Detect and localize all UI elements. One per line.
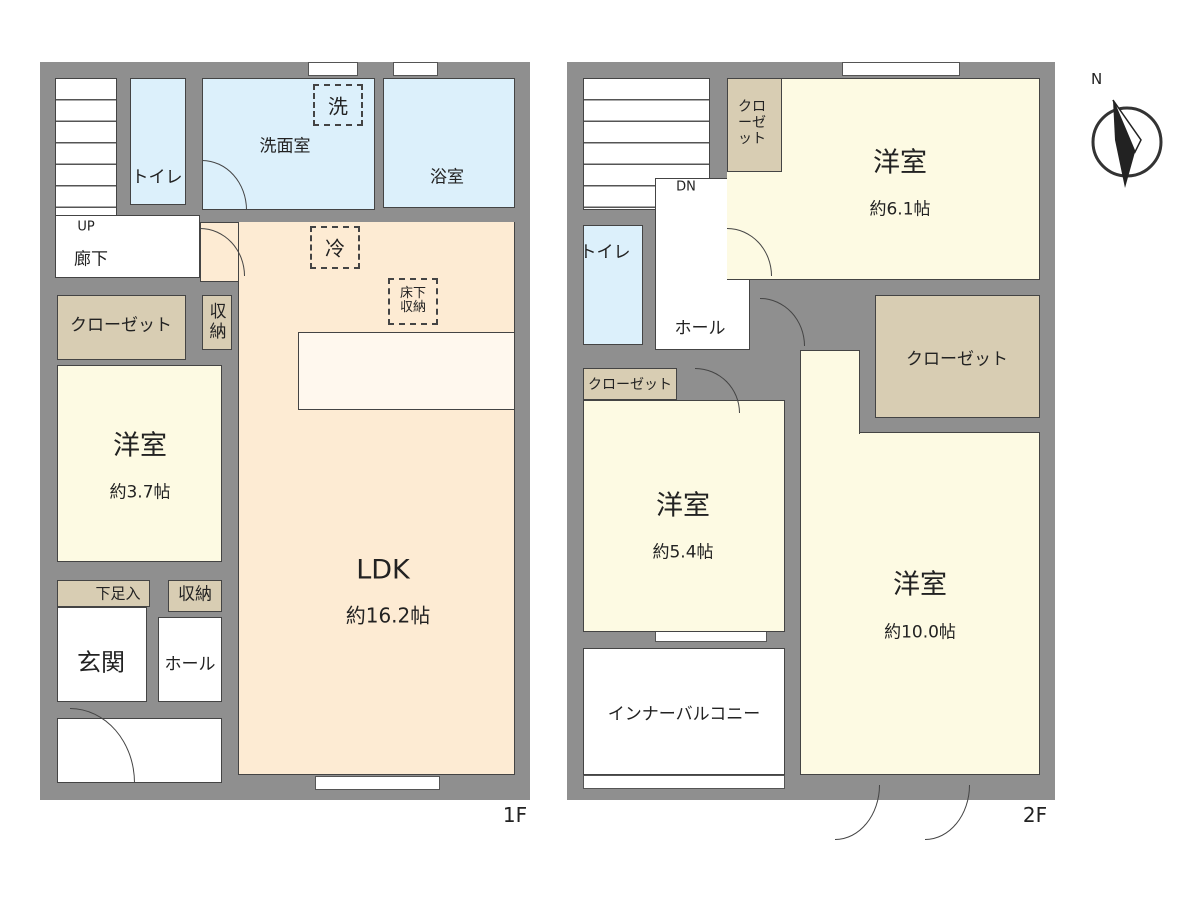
shoe-storage-label: 下足入 [95,584,141,603]
window [583,775,785,789]
stairs-down-label: DN [676,179,696,195]
storage-hall-label: 収納 [178,584,212,605]
bathroom-label: 浴室 [430,167,464,188]
closet-vertical [727,78,782,172]
western-room-2f-b [583,400,785,632]
western-room-1f-size: 約3.7帖 [109,482,171,503]
ldk-size: 約16.2帖 [345,603,431,628]
inner-balcony-label: インナーバルコニー [607,704,761,725]
closet-vertical-label: クローゼット [738,99,766,147]
hall-1f-label: ホール [164,654,216,675]
compass: N [1085,70,1170,190]
toilet-2f [583,225,643,345]
closet-1f-label: クローゼット [70,315,172,336]
western-room-2f-a-label: 洋室 [873,147,927,179]
window [393,62,438,76]
corridor [55,215,200,278]
floor1-label: 1F [502,803,528,827]
balcony-door[interactable] [835,785,880,840]
closet-small [583,368,677,400]
ldk [238,222,515,775]
shoe-storage [57,580,150,607]
hall-1f [158,617,222,702]
toilet-2f-label: トイレ [579,242,631,263]
western-room-1f-label: 洋室 [113,430,167,462]
stairs-1f [55,78,117,218]
floor2-label: 2F [1022,803,1048,827]
storage-1f-label: 収納 [209,302,227,342]
western-room-2f-c-upper [800,350,860,434]
storage-hall [168,580,222,612]
compass-north-label: N [1091,70,1103,88]
toilet-1f-label: トイレ [131,167,183,188]
stairs-up-label: UP [77,219,95,235]
balcony-door[interactable] [925,785,970,840]
western-room-1f [57,365,222,562]
western-room-2f-a-size: 約6.1帖 [869,199,931,220]
western-room-2f-c-label: 洋室 [893,569,947,601]
hall-2f-label: ホール [674,318,726,339]
underfloor-storage [388,278,438,325]
western-room-2f-b-label: 洋室 [656,490,710,522]
western-room-2f-c [800,432,1040,775]
closet-small-label: クローゼット [588,377,672,393]
fridge-label: 冷 [325,236,345,261]
western-room-2f-b-size: 約5.4帖 [652,542,714,563]
inner-balcony [583,648,785,775]
bathroom [383,78,515,208]
closet-large-label: クローゼット [906,349,1008,370]
washer-label: 洗 [328,94,348,119]
entrance-label: 玄関 [77,648,125,677]
window [308,62,358,76]
underfloor-label: 床下収納 [399,286,426,315]
fridge-space [310,226,360,269]
washer-space [313,84,363,126]
closet-1f [57,295,186,360]
washroom-label: 洗面室 [259,136,311,157]
closet-large [875,295,1040,418]
kitchen-counter [298,332,515,410]
storage-1f [202,295,232,350]
compass-arrow-icon [1091,99,1163,188]
window [315,776,440,790]
window [842,62,960,76]
entrance [57,607,147,702]
toilet-1f [130,78,186,205]
corridor-label: 廊下 [74,249,108,270]
ldk-label: LDK [356,554,410,586]
western-room-2f-c-size: 約10.0帖 [884,622,956,643]
